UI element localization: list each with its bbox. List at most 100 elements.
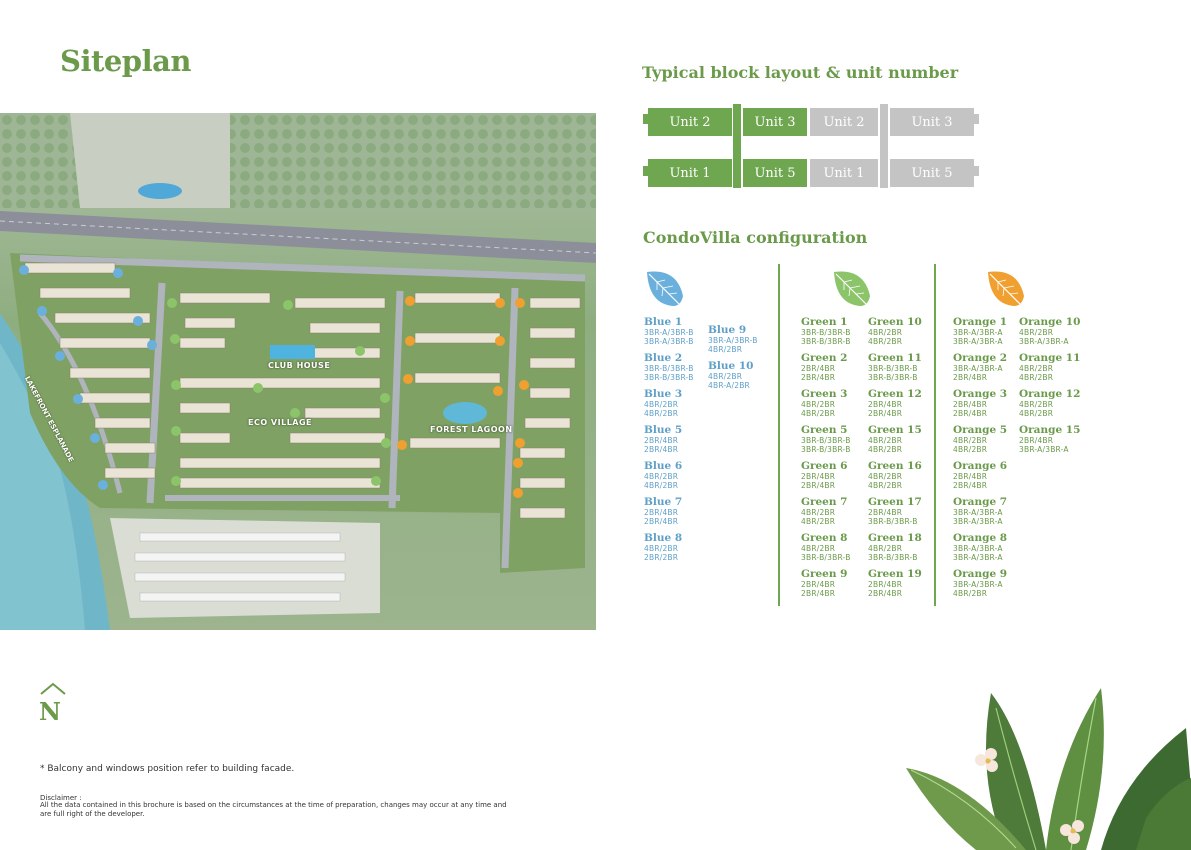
config-entry-line: 3BR-B/3BR-B [801,553,851,562]
config-entry-line: 2BR/4BR [953,472,988,481]
config-entry-line: 4BR/2BR [953,445,988,454]
unit-block: Unit 1 [810,159,878,187]
config-entry-line: 4BR/2BR [1019,409,1054,418]
config-entry-line: 4BR/2BR [868,328,903,337]
config-entry-line: 3BR-A/3BR-B [644,337,694,346]
config-entry-line: 3BR-A/3BR-A [953,337,1003,346]
config-entry-line: 3BR-A/3BR-A [1019,445,1069,454]
config-entry-line: 4BR/2BR [801,517,836,526]
config-entry-name: Blue 5 [644,424,683,436]
config-entry-name: Blue 7 [644,496,683,508]
config-entry-line: 3BR-B/3BR-B [801,445,851,454]
config-entry-line: 4BR/2BR [644,409,679,418]
config-entry-name: Orange 15 [1019,424,1081,436]
config-entry-line: 2BR/4BR [644,508,679,517]
config-entry-name: Green 10 [868,316,922,328]
config-entry-line: 4BR/2BR [1019,373,1054,382]
config-entry-name: Green 19 [868,568,922,580]
unit-block: Unit 2 [810,108,878,136]
blue-leaf-icon [647,271,683,307]
config-entry-line: 4BR/2BR [644,472,679,481]
config-entry-line: 2BR/4BR [801,589,836,598]
config-entry-line: 4BR/2BR [1019,400,1054,409]
config-entry-line: 2BR/4BR [868,409,903,418]
config-entry-line: 2BR/4BR [868,508,903,517]
config-entry-line: 2BR/4BR [868,400,903,409]
config-entry-line: 4BR/2BR [644,544,679,553]
config-entry-line: 2BR/4BR [953,400,988,409]
unit-block: Unit 5 [743,159,807,187]
config-entry-name: Blue 8 [644,532,683,544]
config-entry-name: Orange 11 [1019,352,1081,364]
column-divider [778,264,780,606]
north-letter: N [39,697,61,726]
config-entry-name: Green 2 [801,352,848,364]
green-leaf-icon [834,271,870,307]
config-entry-line: 3BR-B/3BR-B [801,337,851,346]
config-entry-name: Orange 8 [953,532,1008,544]
column-divider [934,264,936,606]
config-entry-line: 2BR/4BR [953,373,988,382]
config-entry-line: 2BR/4BR [868,589,903,598]
config-entry-line: 2BR/4BR [644,517,679,526]
config-entry-line: 3BR-B/3BR-B [644,373,694,382]
block-nub [643,166,649,176]
block-layout-heading: Typical block layout & unit number [642,63,959,82]
config-entry-name: Orange 12 [1019,388,1081,400]
config-entry-line: 2BR/4BR [953,409,988,418]
config-entry-name: Green 1 [801,316,848,328]
config-entry-line: 4BR/2BR [801,508,836,517]
config-entry-name: Green 7 [801,496,848,508]
block-core [733,104,741,188]
config-entry-line: 3BR-B/3BR-B [868,553,918,562]
config-entry-line: 2BR/4BR [868,580,903,589]
map-label-club-house: CLUB HOUSE [268,361,331,370]
config-entry-line: 3BR-A/3BR-A [953,328,1003,337]
config-entry-line: 3BR-A/3BR-A [953,517,1003,526]
config-entry-line: 3BR-B/3BR-B [644,364,694,373]
config-entry-line: 4BR/2BR [1019,364,1054,373]
config-entry-line: 2BR/4BR [1019,436,1054,445]
config-entry-name: Blue 3 [644,388,683,400]
config-entry-line: 3BR-A/3BR-B [644,328,694,337]
config-entry-name: Green 11 [868,352,922,364]
config-entry-name: Orange 6 [953,460,1008,472]
config-entry-name: Orange 1 [953,316,1008,328]
tropical-leaves-illustration [906,688,1191,850]
footnote: * Balcony and windows position refer to … [40,764,295,774]
config-entry-line: 3BR-B/3BR-B [801,328,851,337]
config-entry-name: Green 8 [801,532,848,544]
config-entry-name: Green 5 [801,424,848,436]
block-nub [643,114,649,124]
site-map: CLUB HOUSE ECO VILLAGE FOREST LAGOON LAK… [0,113,596,630]
config-entry-line: 2BR/4BR [801,481,836,490]
config-entry-line: 3BR-B/3BR-B [868,373,918,382]
config-entry-line: 3BR-A/3BR-A [953,580,1003,589]
config-entry-name: Green 15 [868,424,922,436]
config-entry-line: 2BR/2BR [644,553,679,562]
config-entry-line: 3BR-A/3BR-A [953,544,1003,553]
config-entry-line: 4BR/2BR [801,544,836,553]
config-entry-line: 2BR/4BR [644,436,679,445]
config-entry-name: Green 3 [801,388,848,400]
config-entry-line: 4BR/2BR [868,472,903,481]
disclaimer-text: All the data contained in this brochure … [40,801,507,818]
config-entry-line: 4BR/2BR [801,400,836,409]
unit-block: Unit 3 [890,108,974,136]
disclaimer-heading: Disclaimer : [40,794,82,802]
config-entry-line: 2BR/4BR [801,472,836,481]
config-entry-line: 4BR/2BR [868,544,903,553]
unit-block: Unit 1 [648,159,732,187]
config-entry-line: 2BR/4BR [953,481,988,490]
config-entry-name: Green 6 [801,460,848,472]
config-entry-line: 4BR/2BR [868,481,903,490]
site-map-illustration [0,113,596,630]
config-entry-line: 3BR-A/3BR-A [953,364,1003,373]
north-arrow-icon [40,682,66,695]
config-entry-line: 3BR-B/3BR-B [868,364,918,373]
config-entry-name: Orange 7 [953,496,1008,508]
config-entry-line: 2BR/4BR [801,373,836,382]
block-core [880,104,888,188]
config-entry-line: 3BR-A/3BR-A [953,508,1003,517]
config-entry-line: 2BR/4BR [644,445,679,454]
